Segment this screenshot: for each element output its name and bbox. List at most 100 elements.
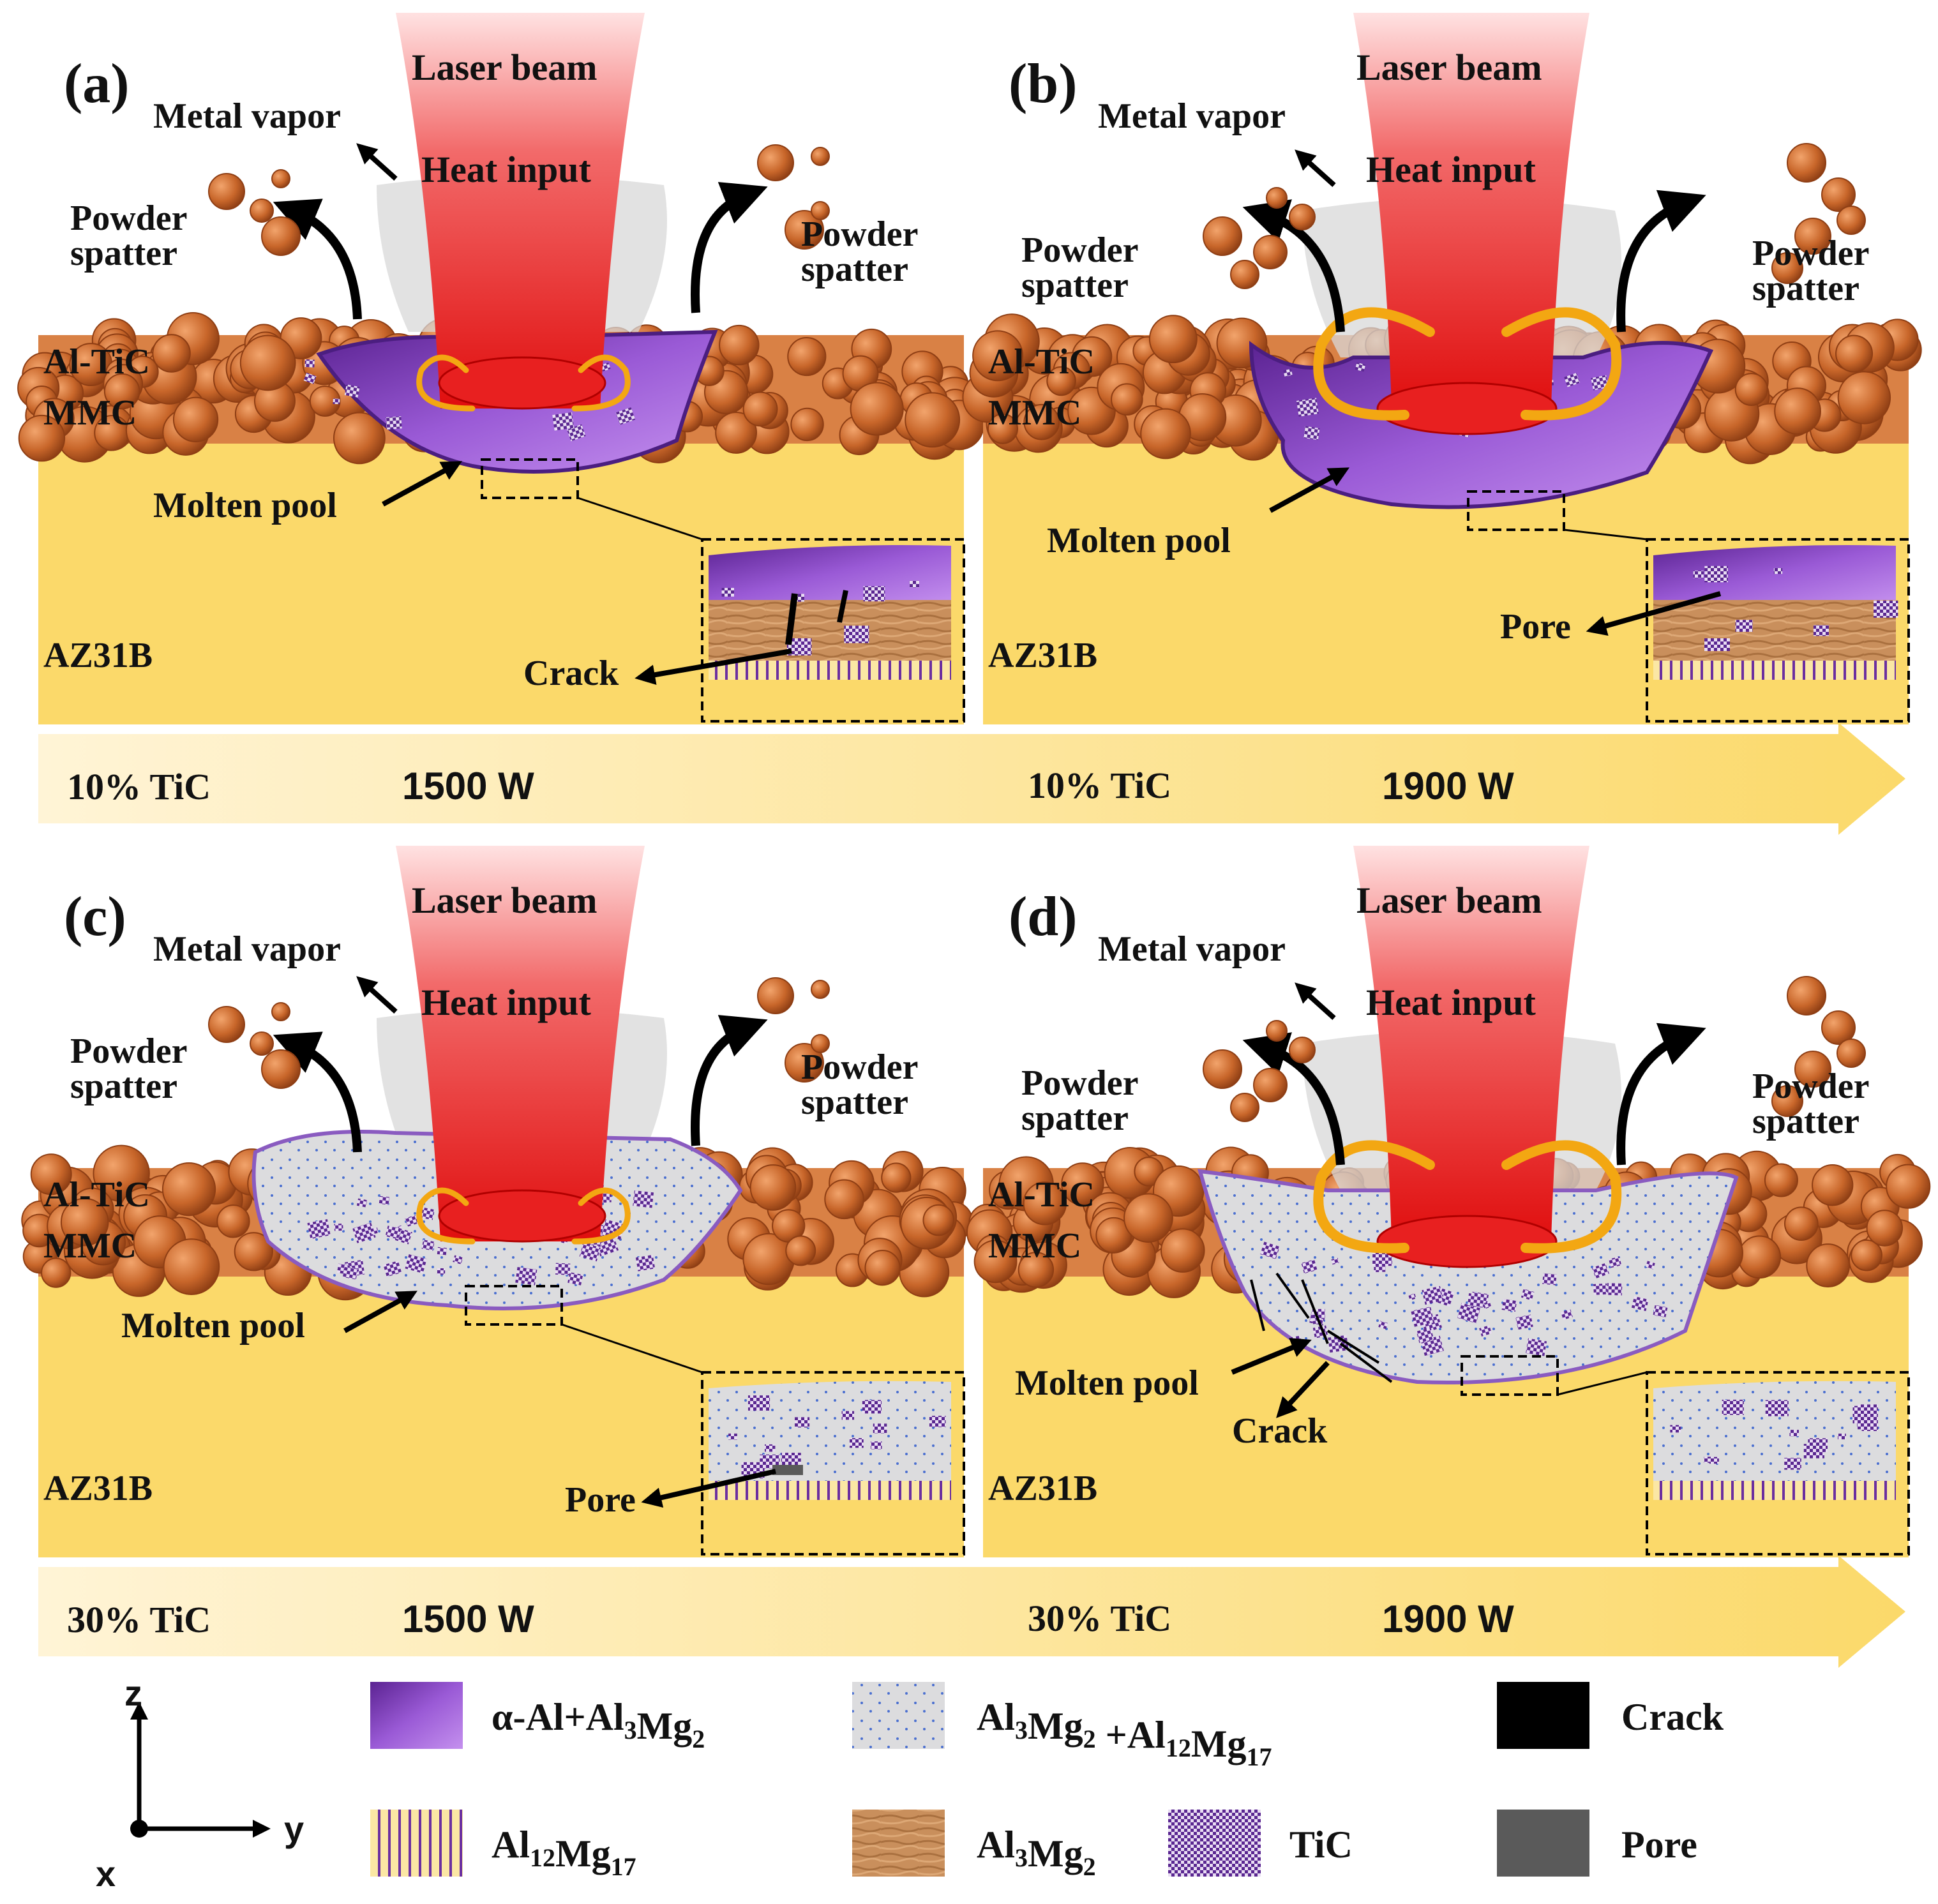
powder-particle bbox=[1148, 315, 1198, 364]
inset bbox=[701, 1371, 965, 1555]
spatter-left-label-line: Powder bbox=[70, 199, 188, 238]
inset-crack-1 bbox=[785, 593, 798, 645]
powder-particle bbox=[216, 1204, 250, 1238]
inset-tic-cluster bbox=[1765, 1400, 1789, 1416]
flow-arrows bbox=[416, 354, 631, 412]
legend-swatch-brown bbox=[852, 1810, 945, 1877]
tic-cluster bbox=[386, 416, 402, 430]
left-tic-label: 10% TiC bbox=[67, 766, 211, 807]
tic-clusters bbox=[303, 359, 636, 442]
spatter-left-label-line: Powder bbox=[1021, 1063, 1139, 1103]
laser-beam-label: Laser beam bbox=[1356, 47, 1542, 88]
subscript: 2 bbox=[1083, 1725, 1096, 1753]
powder-particle bbox=[103, 373, 140, 410]
tic-cluster bbox=[579, 1242, 601, 1262]
pore-label: Pore bbox=[565, 1480, 636, 1520]
legend-label-striped: Al12Mg17 bbox=[492, 1824, 636, 1881]
pore-arrow bbox=[1586, 591, 1722, 636]
inset-tic-cluster bbox=[871, 1441, 882, 1450]
tic-cluster bbox=[334, 1223, 343, 1231]
inset-tic-cluster bbox=[1789, 1430, 1799, 1437]
powder-particle bbox=[239, 334, 296, 391]
tic-cluster bbox=[1378, 1321, 1388, 1330]
inset-brown-layer bbox=[1653, 600, 1896, 664]
substrate-label: AZ31B bbox=[43, 1469, 153, 1508]
inset-tic-cluster bbox=[1784, 1457, 1801, 1470]
spatter-right-label-line: Powder bbox=[1752, 1067, 1870, 1106]
spatter-particle bbox=[1821, 1010, 1856, 1045]
powder-particle bbox=[824, 1179, 864, 1220]
powder-particle bbox=[60, 1197, 109, 1247]
crack-arrow bbox=[635, 648, 792, 686]
powder-particle bbox=[1866, 1210, 1904, 1247]
tic-cluster bbox=[419, 1207, 435, 1220]
vapor-arrow bbox=[356, 976, 398, 1014]
text-run: Al bbox=[977, 1824, 1015, 1866]
laser-beam-label: Laser beam bbox=[412, 880, 597, 921]
tic-cluster bbox=[633, 1190, 654, 1208]
tic-cluster bbox=[370, 1227, 379, 1234]
inset-tic-cluster bbox=[841, 1411, 855, 1420]
subscript: 3 bbox=[624, 1716, 637, 1744]
text-run: Mg bbox=[1028, 1705, 1083, 1747]
zoom-source-box bbox=[1461, 1355, 1559, 1396]
molten-pool-label: Molten pool bbox=[121, 1306, 305, 1346]
zoom-connector bbox=[1557, 1371, 1648, 1396]
left-power-label: 1500 W bbox=[402, 1598, 534, 1640]
tic-cluster bbox=[1501, 1298, 1517, 1312]
text-run: Mg bbox=[555, 1833, 611, 1875]
pool-crack bbox=[1250, 1279, 1265, 1331]
spatter-particle bbox=[1230, 260, 1259, 289]
tic-cluster bbox=[385, 1226, 402, 1240]
powder-particle bbox=[1835, 334, 1874, 373]
legend-swatch-purple bbox=[370, 1682, 463, 1749]
crack-label: Crack bbox=[523, 654, 619, 693]
x-axis-dot bbox=[130, 1820, 148, 1838]
spatter-arrow-left bbox=[1242, 199, 1345, 333]
laser-beam bbox=[396, 13, 645, 409]
pool-crack bbox=[1301, 1279, 1329, 1344]
panel-tag: (a) bbox=[64, 53, 130, 115]
spatter-particle bbox=[250, 1031, 274, 1056]
spatter-left-label-line: spatter bbox=[1021, 266, 1129, 305]
spatter-arrows bbox=[1242, 1023, 1706, 1166]
pool-crack bbox=[1275, 1272, 1310, 1319]
powder-particle bbox=[987, 413, 1019, 444]
flow-arrow-right bbox=[571, 1187, 631, 1245]
tic-cluster bbox=[405, 1254, 427, 1273]
powder-particle bbox=[1734, 373, 1768, 407]
spatter-right-label-line: Powder bbox=[1752, 234, 1870, 273]
inset-tic-cluster bbox=[873, 1423, 887, 1434]
tic-cluster bbox=[1479, 1325, 1492, 1337]
spatter-particle bbox=[1837, 206, 1866, 235]
tic-cluster bbox=[1591, 375, 1609, 391]
inset-tic-cluster bbox=[1837, 1434, 1846, 1439]
legend-swatch-gray bbox=[852, 1682, 945, 1749]
inset-tic-cluster bbox=[909, 580, 920, 588]
subscript: 3 bbox=[1015, 1843, 1028, 1872]
inset-tic-cluster bbox=[721, 588, 735, 597]
inset-stripe-layer bbox=[709, 1481, 951, 1500]
inset bbox=[1646, 1371, 1910, 1555]
molten-pool-arrow bbox=[1269, 467, 1350, 513]
mmc-label-line1: Al-TiC bbox=[43, 1175, 150, 1215]
tic-cluster bbox=[1526, 1338, 1547, 1356]
heat-input-label: Heat input bbox=[421, 149, 592, 190]
subscript: 17 bbox=[1246, 1743, 1272, 1771]
inset-tic-cluster bbox=[728, 1433, 737, 1440]
zoom-source-box bbox=[465, 1285, 563, 1326]
spatter-particles bbox=[208, 977, 830, 1089]
powder-particle bbox=[309, 386, 341, 417]
powder-particle bbox=[1023, 1181, 1067, 1226]
spatter-arrow-right bbox=[691, 1015, 768, 1146]
panel-tag: (b) bbox=[1009, 53, 1078, 115]
molten-pool-label: Molten pool bbox=[1015, 1363, 1199, 1403]
pool-cracks bbox=[1250, 1272, 1393, 1383]
coordinate-axes: zyx bbox=[96, 1673, 304, 1894]
legend-swatch-crack bbox=[1497, 1682, 1589, 1749]
